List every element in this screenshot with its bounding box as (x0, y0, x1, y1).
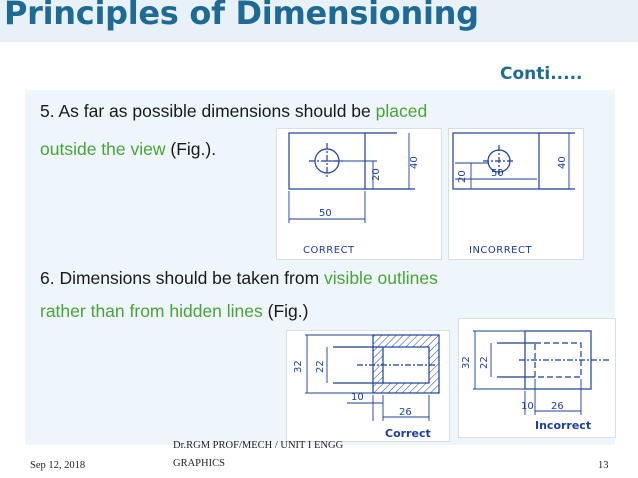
fig1-incorrect-caption: INCORRECT (469, 245, 532, 256)
fig2-correct-dim-32: 32 (293, 360, 304, 373)
fig1-correct-dim-20: 20 (371, 168, 382, 181)
fig1-incorrect-dim-50: 50 (491, 168, 504, 179)
fig1-incorrect-dim-40: 40 (557, 156, 568, 169)
fig2-correct-caption: Correct (385, 427, 431, 440)
figure-correct-dimensions-outside: 20 40 50 CORRECT (276, 128, 442, 260)
point-5-line-2: outside the view (Fig.). (40, 134, 216, 165)
point-6-highlight-2: rather than from hidden lines (40, 301, 263, 321)
fig1-correct-dim-50: 50 (319, 208, 332, 219)
fig1-correct-caption: CORRECT (303, 245, 355, 256)
fig2-incorrect-dim-26: 26 (551, 401, 564, 412)
footer-author-line-1: Dr.RGM PROF/MECH / UNIT I ENGG (173, 440, 344, 451)
point-6-highlight-1: visible outlines (324, 268, 438, 288)
point-6-suffix: (Fig.) (262, 301, 309, 321)
fig2-incorrect-dim-32: 32 (461, 356, 472, 369)
figure-incorrect-dimensions-inside: 20 40 50 INCORRECT (448, 128, 584, 260)
footer-date: Sep 12, 2018 (30, 460, 86, 471)
figure-correct-drawing: 20 40 50 CORRECT (288, 132, 420, 256)
title-bar (0, 0, 638, 42)
point-5-prefix: 5. As far as possible dimensions should … (40, 101, 376, 121)
point-6-line-2: rather than from hidden lines (Fig.) (40, 296, 308, 327)
slide-title: Principles of Dimensioning (4, 0, 479, 32)
fig2-correct-dim-10: 10 (351, 392, 364, 403)
fig2-correct-dim-22: 22 (315, 360, 326, 373)
fig1-incorrect-dim-20: 20 (457, 170, 468, 183)
footer-author-line-2: GRAPHICS (173, 458, 225, 469)
point-6-line-1: 6. Dimensions should be taken from visib… (40, 263, 438, 294)
figure-correct-visible-outlines: 32 22 10 26 Correct (286, 330, 450, 442)
figure-incorrect-hidden-drawing: 32 22 10 26 Incorrect (461, 330, 609, 432)
fig2-correct-dim-26: 26 (399, 407, 412, 418)
point-5-highlight-2: outside the view (40, 139, 166, 159)
figure-incorrect-drawing: 20 40 50 INCORRECT (452, 132, 575, 256)
point-5-suffix: (Fig.). (165, 139, 217, 159)
figure-incorrect-hidden-lines: 32 22 10 26 Incorrect (458, 318, 616, 438)
point-6-prefix: 6. Dimensions should be taken from (40, 268, 325, 288)
fig2-incorrect-dim-10: 10 (521, 401, 534, 412)
figure-correct-outline-drawing: 32 22 10 26 Correct (293, 334, 440, 440)
point-5-line-1: 5. As far as possible dimensions should … (40, 96, 427, 127)
continuation-label: Conti..... (500, 64, 583, 84)
point-5-highlight-1: placed (375, 101, 428, 121)
fig2-incorrect-dim-22: 22 (479, 356, 490, 369)
footer-page-number: 13 (598, 460, 609, 471)
fig2-incorrect-caption: Incorrect (535, 419, 591, 432)
fig1-correct-dim-40: 40 (409, 156, 420, 169)
